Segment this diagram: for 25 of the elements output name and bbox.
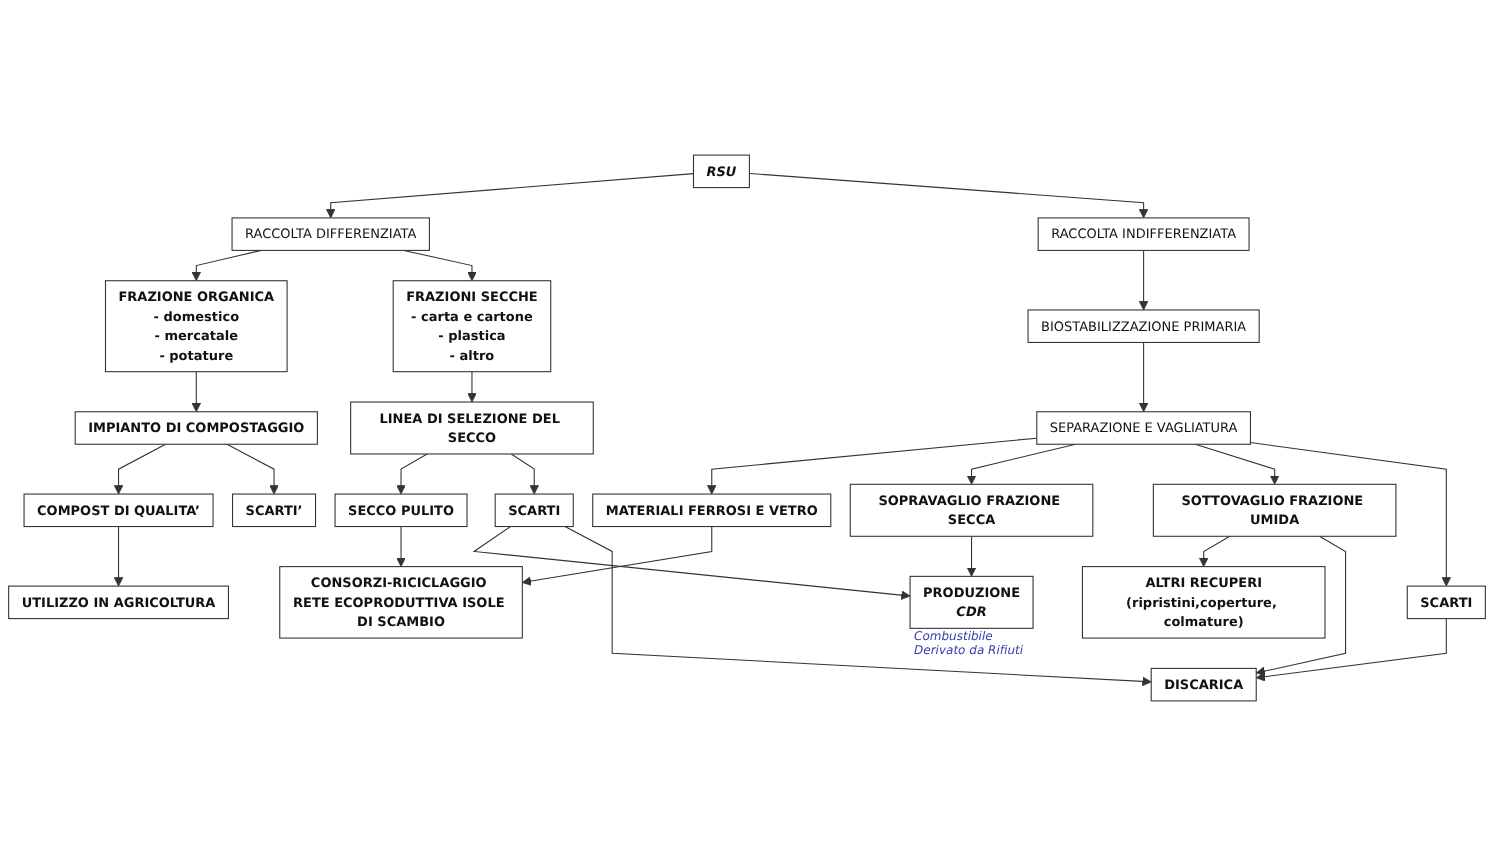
arrow <box>966 443 1077 485</box>
arrow <box>113 443 167 495</box>
arrow <box>113 526 124 587</box>
arrow <box>191 249 262 282</box>
arrow <box>396 526 406 568</box>
arrow <box>226 443 279 495</box>
arrow <box>1194 443 1280 485</box>
arrow <box>1255 618 1447 682</box>
arrow <box>564 526 1152 687</box>
arrow <box>1138 341 1149 413</box>
arrow <box>707 437 1038 495</box>
arrow <box>467 371 477 403</box>
arrow <box>966 535 977 577</box>
arrow <box>325 173 695 219</box>
arrow <box>1255 535 1347 676</box>
arrow <box>510 453 539 495</box>
arrow <box>472 526 911 600</box>
arrow <box>1138 249 1149 311</box>
arrow <box>748 172 1149 219</box>
arrow <box>1198 535 1231 568</box>
arrow <box>1249 441 1452 587</box>
arrow <box>403 249 477 282</box>
arrow <box>521 526 713 586</box>
arrow <box>191 371 202 413</box>
arrow <box>396 453 428 495</box>
